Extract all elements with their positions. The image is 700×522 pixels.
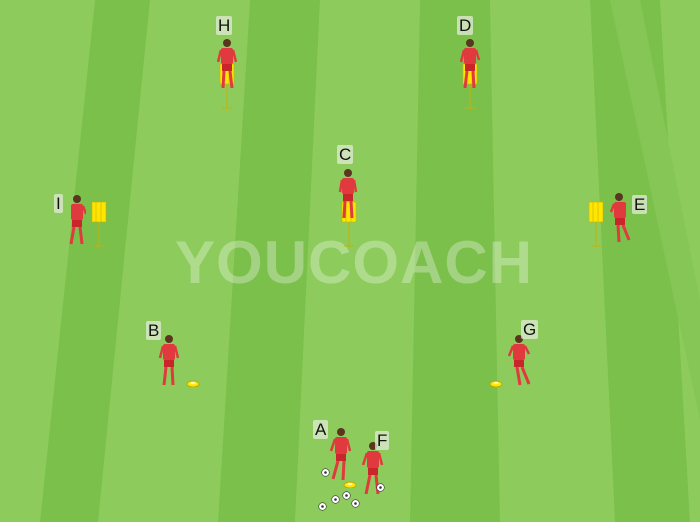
player-icon [460,39,480,89]
station-label-e: E [632,195,648,214]
ball-icon [331,495,340,504]
mannequin-icon [588,201,604,247]
ball-icon [321,468,330,477]
cone-icon [186,380,200,387]
ball-icon [318,502,327,511]
station-label-g: G [521,320,539,339]
station-label-h: H [216,16,233,35]
station-label-f: F [375,431,390,450]
cone-icon [489,380,503,387]
player-icon [610,193,631,243]
player-icon [508,335,531,386]
player-icon [217,39,237,89]
player-icon [329,428,352,481]
player-icon [338,169,358,219]
station-label-a: A [313,420,329,439]
station-label-d: D [457,16,474,35]
station-label-i: I [54,194,63,213]
ball-icon [376,483,385,492]
mannequin-icon [91,201,107,247]
player-icon [158,335,180,386]
youcoach-watermark: YOUCOACH [175,229,534,296]
station-label-c: C [337,145,354,164]
ball-icon [351,499,360,508]
station-label-b: B [146,321,162,340]
cone-icon [343,481,357,488]
player-icon [69,195,86,245]
ball-icon [342,491,351,500]
